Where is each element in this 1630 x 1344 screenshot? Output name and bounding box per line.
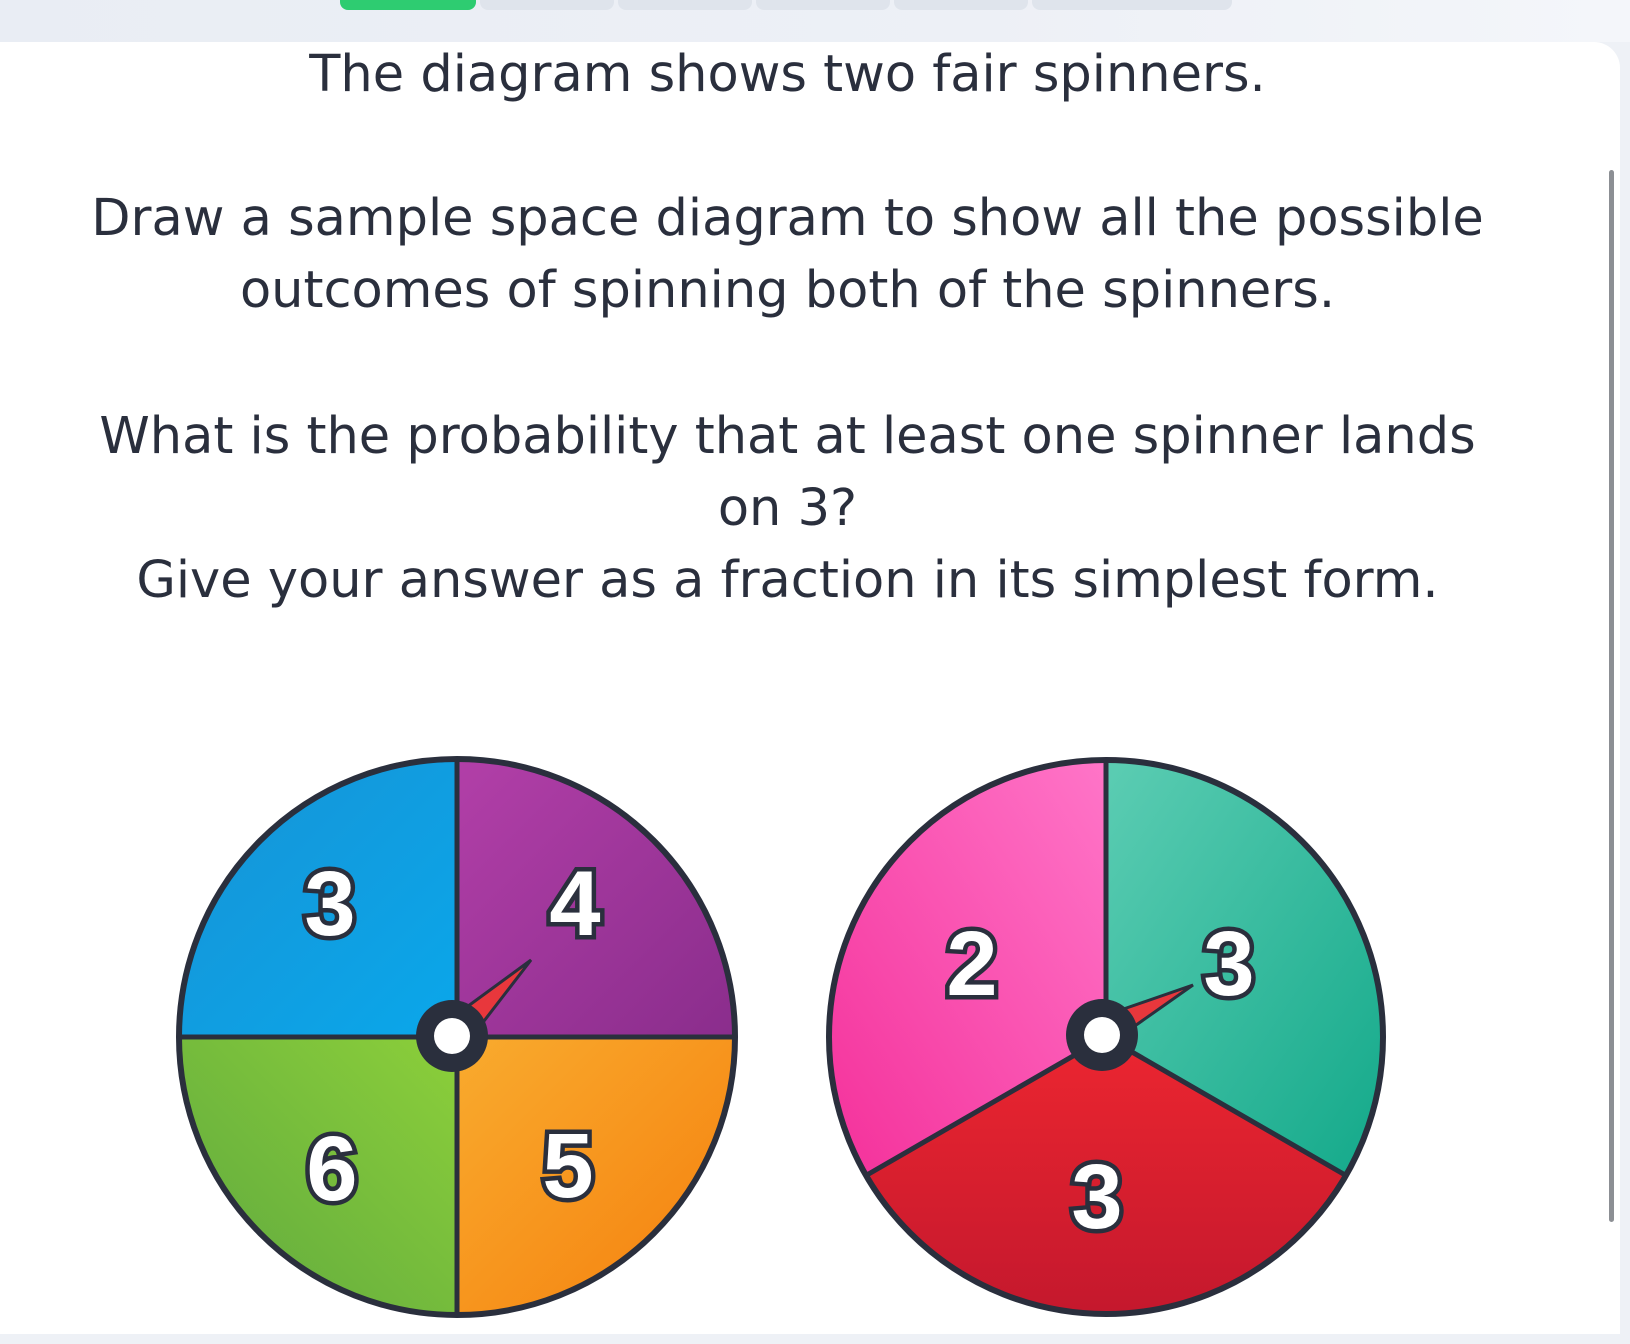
spinner-right-section-2: [828, 759, 1106, 1176]
progress-segment-complete: [340, 0, 476, 10]
progress-bar: [0, 0, 1630, 42]
spinner-right-rim: [826, 757, 1386, 1317]
question-line-5: on 3?: [717, 479, 858, 538]
spinner-left-label-5: 5: [542, 1115, 593, 1217]
spinner-right-divider: [864, 1034, 1108, 1178]
progress-segment: [756, 0, 890, 10]
card-bottom-edge: [0, 1334, 1630, 1344]
spinner-left: 3 4 5 6: [176, 756, 738, 1318]
spinner-right-arrow[interactable]: [1066, 983, 1194, 1071]
spinner-left-hub-center: [434, 1018, 470, 1054]
question-line-4: What is the probability that at least on…: [99, 407, 1476, 466]
spinner-right-label-2: 2: [946, 913, 997, 1015]
spinner-left-label-6: 6: [306, 1118, 357, 1220]
question-line-1: The diagram shows two fair spinners.: [309, 45, 1266, 104]
spinner-right-section-3-teal: [1106, 760, 1384, 1176]
spinner-left-rim: [176, 756, 738, 1318]
spinner-right-label-3-red: 3: [1071, 1146, 1122, 1248]
question-line-3: outcomes of spinning both of the spinner…: [239, 261, 1336, 320]
spinner-left-section-3: [179, 759, 457, 1037]
spinner-right-hub-center: [1084, 1017, 1120, 1053]
scrollbar[interactable]: [1609, 170, 1614, 1222]
question-line-2: Draw a sample space diagram to show all …: [91, 189, 1484, 248]
progress-segment: [618, 0, 752, 10]
spinner-left-label-4: 4: [549, 853, 600, 955]
spinner-left-section-6: [179, 1037, 457, 1315]
spinner-left-label-3: 3: [304, 853, 355, 955]
question-line-6: Give your answer as a fraction in its si…: [136, 551, 1439, 610]
spinner-left-arrow[interactable]: [416, 958, 533, 1072]
progress-segment: [894, 0, 1028, 10]
spinner-right: 3 3 2: [826, 757, 1386, 1317]
spinner-right-label-3-teal: 3: [1203, 913, 1254, 1015]
progress-segment: [480, 0, 614, 10]
spinner-right-divider: [1104, 1034, 1348, 1178]
progress-segment: [1032, 0, 1232, 10]
spinner-left-section-5: [457, 1037, 735, 1315]
